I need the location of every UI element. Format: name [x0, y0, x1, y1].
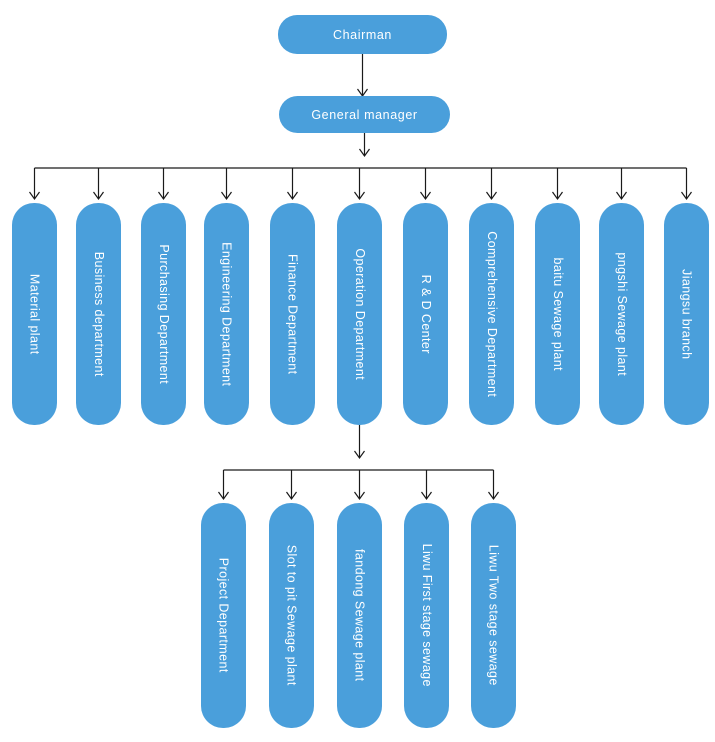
node-general-manager[interactable]: General manager — [279, 96, 450, 133]
node-department-3-label: Engineering Department — [219, 241, 234, 387]
arrow-head-department-0-icon — [29, 191, 40, 201]
node-department-5[interactable]: Operation Department — [337, 203, 382, 425]
node-subunit-1-label: Slot to pit Sewage plant — [284, 545, 299, 686]
arrow-head-department-2-icon — [158, 191, 169, 201]
node-subunit-0-label: Project Department — [216, 558, 231, 673]
arrow-head-department-6-icon — [420, 191, 431, 201]
arrow-head-subunit-2-icon — [354, 491, 365, 501]
node-department-0[interactable]: Material plant — [12, 203, 57, 425]
node-general-manager-label: General manager — [311, 107, 418, 122]
arrow-head-bus1-icon — [359, 148, 370, 158]
arrow-head-department-10-icon — [681, 191, 692, 201]
node-department-6[interactable]: R & D Center — [403, 203, 448, 425]
node-chairman-label: Chairman — [333, 27, 392, 42]
arrow-head-subunit-3-icon — [421, 491, 432, 501]
node-department-3[interactable]: Engineering Department — [204, 203, 249, 425]
node-department-6-label: R & D Center — [418, 274, 433, 354]
arrow-head-department-7-icon — [486, 191, 497, 201]
arrow-head-department-3-icon — [221, 191, 232, 201]
node-department-8[interactable]: baitu Sewage plant — [535, 203, 580, 425]
node-subunit-0[interactable]: Project Department — [201, 503, 246, 728]
node-department-2-label: Purchasing Department — [156, 244, 171, 384]
arrow-head-subunit-1-icon — [286, 491, 297, 501]
node-department-1-label: Business department — [91, 251, 106, 377]
node-department-1[interactable]: Business department — [76, 203, 121, 425]
arrow-head-bus2-icon — [354, 450, 365, 460]
node-department-8-label: baitu Sewage plant — [550, 257, 565, 371]
arrow-head-department-8-icon — [552, 191, 563, 201]
node-department-7[interactable]: Comprehensive Department — [469, 203, 514, 425]
node-department-0-label: Material plant — [27, 273, 42, 355]
node-subunit-4[interactable]: Liwu Two stage sewage — [471, 503, 516, 728]
arrow-head-department-9-icon — [616, 191, 627, 201]
node-department-9-label: pngshi Sewage plant — [614, 252, 629, 376]
arrow-head-department-1-icon — [93, 191, 104, 201]
arrow-head-department-5-icon — [354, 191, 365, 201]
node-department-2[interactable]: Purchasing Department — [141, 203, 186, 425]
arrow-head-department-4-icon — [287, 191, 298, 201]
node-department-7-label: Comprehensive Department — [484, 231, 499, 397]
node-subunit-3-label: Liwu First stage sewage — [419, 543, 434, 688]
arrow-head-gm-icon — [357, 88, 368, 98]
node-department-4[interactable]: Finance Department — [270, 203, 315, 425]
arrow-head-subunit-4-icon — [488, 491, 499, 501]
node-department-5-label: Operation Department — [352, 248, 367, 380]
node-subunit-2-label: fandong Sewage plant — [352, 549, 367, 682]
node-department-10-label: Jiangsu branch — [679, 268, 694, 360]
node-subunit-2[interactable]: fandong Sewage plant — [337, 503, 382, 728]
node-department-4-label: Finance Department — [285, 253, 300, 375]
node-subunit-3[interactable]: Liwu First stage sewage — [404, 503, 449, 728]
node-subunit-4-label: Liwu Two stage sewage — [486, 545, 501, 686]
node-department-10[interactable]: Jiangsu branch — [664, 203, 709, 425]
node-chairman[interactable]: Chairman — [278, 15, 447, 54]
node-subunit-1[interactable]: Slot to pit Sewage plant — [269, 503, 314, 728]
arrow-head-subunit-0-icon — [218, 491, 229, 501]
node-department-9[interactable]: pngshi Sewage plant — [599, 203, 644, 425]
